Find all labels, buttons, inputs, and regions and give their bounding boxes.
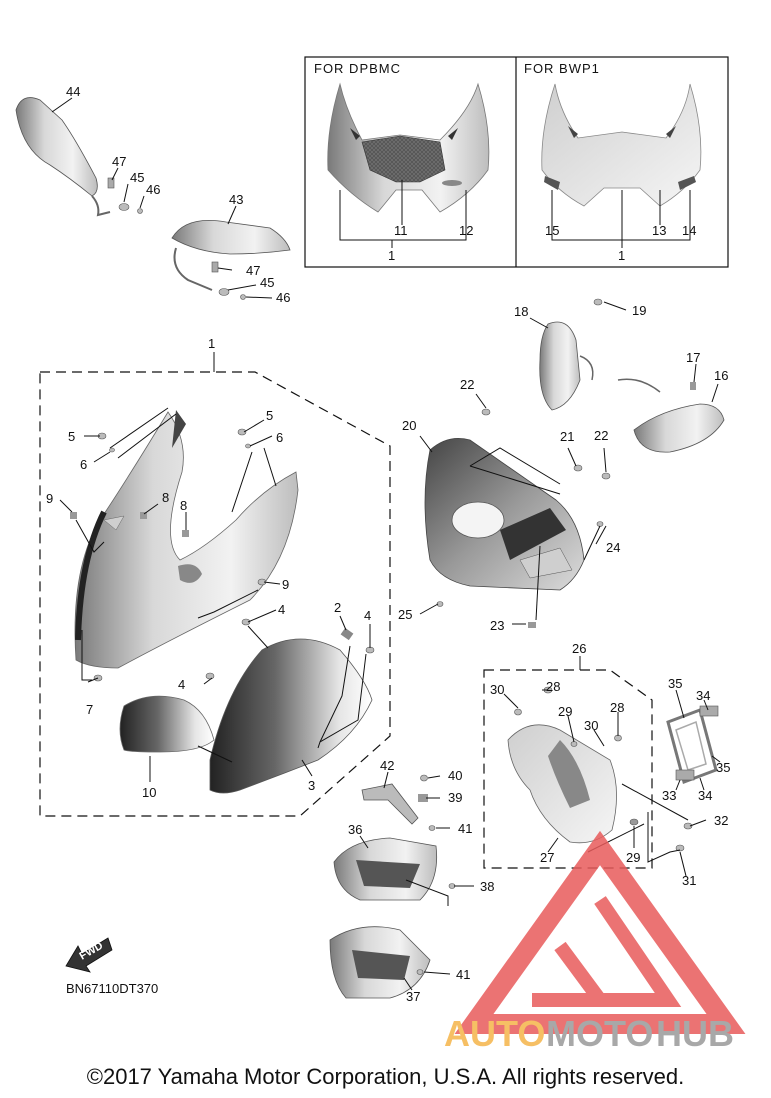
callout-45: 45 [260, 275, 274, 290]
copyright-notice: ©2017 Yamaha Motor Corporation, U.S.A. A… [86, 1064, 685, 1089]
callout-7: 7 [86, 702, 93, 717]
callout-24: 24 [606, 540, 620, 555]
callout-4: 4 [278, 602, 285, 617]
callout-5: 5 [68, 429, 75, 444]
callout-28: 28 [610, 700, 624, 715]
callout-46: 46 [146, 182, 160, 197]
callout-22: 22 [594, 428, 608, 443]
callout-46: 46 [276, 290, 290, 305]
callout-9: 9 [282, 577, 289, 592]
callout-20: 20 [402, 418, 416, 433]
callout-9: 9 [46, 491, 53, 506]
callout-30: 30 [584, 718, 598, 733]
callout-30: 30 [490, 682, 504, 697]
callout-22: 22 [460, 377, 474, 392]
callout-3: 3 [308, 778, 315, 793]
callout-43: 43 [229, 192, 243, 207]
variant-title-dpbmc: FOR DPBMC [314, 61, 401, 76]
seal-frame [666, 705, 719, 784]
callout-6: 6 [80, 457, 87, 472]
headlight-bracket [424, 408, 611, 628]
callout-4: 4 [364, 608, 371, 623]
callout-14: 14 [682, 223, 696, 238]
callout-34: 34 [698, 788, 712, 803]
callout-45: 45 [130, 170, 144, 185]
callout-38: 38 [480, 879, 494, 894]
watermark-auto: AUTO [444, 1013, 545, 1054]
callout-29: 29 [558, 704, 572, 719]
automotohub-watermark: AUTO MOTO HUB [444, 830, 746, 1054]
variant-box: FOR DPBMC FOR BWP1 [304, 56, 729, 268]
callout-37: 37 [406, 989, 420, 1004]
bracket-42 [361, 774, 436, 831]
callout-35: 35 [716, 760, 730, 775]
callout-32: 32 [714, 813, 728, 828]
lower-cover-37 [329, 926, 431, 999]
mirror-right [171, 219, 291, 300]
callout-34: 34 [696, 688, 710, 703]
callout-12: 12 [459, 223, 473, 238]
cowling-front-dpbmc [327, 82, 490, 213]
callout-17: 17 [686, 350, 700, 365]
callout-10: 10 [142, 785, 156, 800]
callout-28: 28 [546, 679, 560, 694]
callout-4: 4 [178, 677, 185, 692]
watermark-moto: MOTO [546, 1013, 653, 1054]
callout-47: 47 [246, 263, 260, 278]
callout-2: 2 [334, 600, 341, 615]
callout-41: 41 [456, 967, 470, 982]
callout-47: 47 [112, 154, 126, 169]
air-duct-group [483, 669, 693, 869]
callout-1: 1 [208, 336, 215, 351]
callout-5: 5 [266, 408, 273, 423]
callout-42: 42 [380, 758, 394, 773]
cowling-front-bwp1 [541, 83, 702, 207]
position-light-right [617, 378, 725, 453]
callout-6: 6 [276, 430, 283, 445]
callout-1: 1 [618, 248, 625, 263]
callout-13: 13 [652, 223, 666, 238]
callout-1: 1 [388, 248, 395, 263]
callout-44: 44 [66, 84, 80, 99]
callout-29: 29 [626, 850, 640, 865]
variant-title-bwp1: FOR BWP1 [524, 61, 600, 76]
callout-40: 40 [448, 768, 462, 783]
callout-19: 19 [632, 303, 646, 318]
callout-39: 39 [448, 790, 462, 805]
document-id: BN67110DT370 [66, 981, 158, 996]
callout-36: 36 [348, 822, 362, 837]
callout-23: 23 [490, 618, 504, 633]
position-light-left [539, 298, 603, 411]
callout-35: 35 [668, 676, 682, 691]
callout-18: 18 [514, 304, 528, 319]
callout-27: 27 [540, 850, 554, 865]
fwd-arrow: FWD [65, 937, 113, 973]
callout-labels: 44 47 45 46 43 47 45 46 11 12 1 15 13 14… [46, 84, 730, 1004]
mirror-left [15, 97, 143, 217]
callout-21: 21 [560, 429, 574, 444]
callout-8: 8 [180, 498, 187, 513]
callout-25: 25 [398, 607, 412, 622]
callout-31: 31 [682, 873, 696, 888]
lower-cover-36 [333, 837, 456, 901]
callout-33: 33 [662, 788, 676, 803]
cowling-assembly-group [39, 371, 391, 817]
watermark-hub: HUB [656, 1013, 734, 1054]
callout-26: 26 [572, 641, 586, 656]
callout-41: 41 [458, 821, 472, 836]
callout-11: 11 [394, 223, 408, 238]
callout-8: 8 [162, 490, 169, 505]
callout-15: 15 [545, 223, 559, 238]
callout-16: 16 [714, 368, 728, 383]
